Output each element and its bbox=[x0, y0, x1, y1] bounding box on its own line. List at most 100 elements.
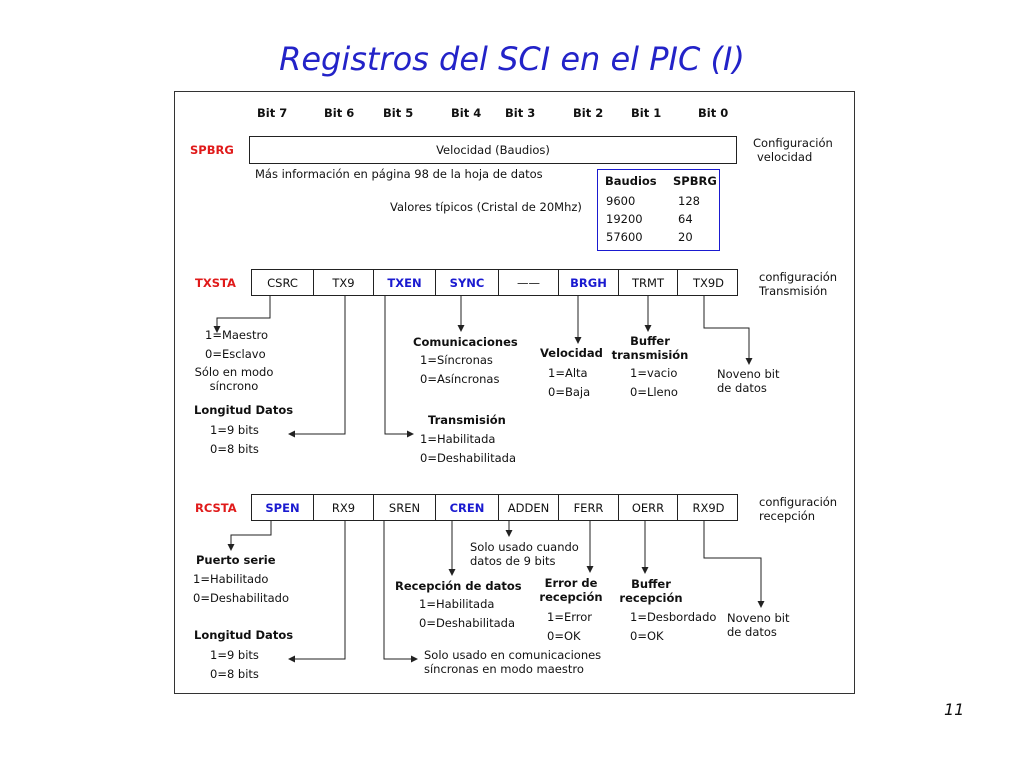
csrc-note-1: Sólo en modo bbox=[194, 365, 274, 379]
rcsta-bit-adden: ADDEN bbox=[498, 495, 558, 520]
arrow-rx9 bbox=[288, 521, 346, 663]
tx9d-line-2: de datos bbox=[717, 381, 767, 395]
ferr-line-1: 1=Error bbox=[547, 610, 592, 624]
ferr-title-2: recepción bbox=[539, 590, 603, 604]
arrow-tx9 bbox=[288, 296, 346, 438]
adden-line-1: Solo usado cuando bbox=[470, 540, 579, 554]
rcsta-register-name: RCSTA bbox=[195, 501, 237, 515]
rcsta-bit-cren: CREN bbox=[435, 495, 498, 520]
rx9-title: Longitud Datos bbox=[194, 628, 294, 642]
spbrg-typical-values: Valores típicos (Cristal de 20Mhz) bbox=[390, 200, 582, 214]
baud-table-cell: 20 bbox=[678, 230, 693, 244]
baud-table-header-baudios: Baudios bbox=[605, 174, 657, 188]
oerr-line-2: 0=OK bbox=[630, 629, 664, 643]
sync-title: Comunicaciones bbox=[413, 335, 518, 349]
rcsta-bit-rx9: RX9 bbox=[313, 495, 373, 520]
cren-title: Recepción de datos bbox=[395, 579, 522, 593]
sync-line-2: 0=Asíncronas bbox=[420, 372, 500, 386]
sren-line-1: Solo usado en comunicaciones bbox=[424, 648, 602, 662]
rcsta-side-label-1: configuración bbox=[759, 495, 838, 509]
rcsta-side-label-2: recepción bbox=[759, 509, 816, 523]
rcsta-bit-sren: SREN bbox=[373, 495, 435, 520]
txsta-register-name: TXSTA bbox=[195, 276, 236, 290]
tx9-line-1: 1=9 bits bbox=[210, 423, 259, 437]
spen-line-1: 1=Habilitado bbox=[193, 572, 269, 586]
csrc-line-1: 1=Maestro bbox=[205, 328, 269, 342]
ferr-line-2: 0=OK bbox=[547, 629, 581, 643]
oerr-title-2: recepción bbox=[619, 591, 683, 605]
brgh-title: Velocidad bbox=[540, 346, 603, 360]
baud-table-cell: 128 bbox=[678, 194, 700, 208]
rcsta-bit-oerr: OERR bbox=[618, 495, 677, 520]
arrow-csrc bbox=[213, 296, 271, 333]
csrc-note-2: síncrono bbox=[209, 379, 259, 393]
spbrg-side-label-2: velocidad bbox=[757, 150, 813, 164]
rcsta-bit-rx9d: RX9D bbox=[677, 495, 739, 520]
cren-line-2: 0=Deshabilitada bbox=[419, 616, 515, 630]
tx9-title: Longitud Datos bbox=[194, 403, 294, 417]
rx9-line-2: 0=8 bits bbox=[210, 667, 259, 681]
brgh-line-2: 0=Baja bbox=[548, 385, 591, 399]
txsta-bit-tx9d: TX9D bbox=[677, 270, 739, 295]
txsta-bit-sync: SYNC bbox=[435, 270, 498, 295]
arrow-txen bbox=[384, 296, 414, 438]
spen-line-2: 0=Deshabilitado bbox=[193, 591, 289, 605]
brgh-line-1: 1=Alta bbox=[548, 366, 588, 380]
txsta-side-label-2: Transmisión bbox=[759, 284, 828, 298]
txsta-register-box: CSRC TX9 TXEN SYNC —— BRGH TRMT TX9D bbox=[251, 269, 738, 296]
spbrg-field: Velocidad (Baudios) bbox=[436, 143, 550, 157]
csrc-line-2: 0=Esclavo bbox=[205, 347, 266, 361]
baud-table-cell: 19200 bbox=[606, 212, 643, 226]
rcsta-bit-ferr: FERR bbox=[558, 495, 618, 520]
arrow-spen bbox=[227, 521, 272, 551]
rx9-line-1: 1=9 bits bbox=[210, 648, 259, 662]
txen-line-1: 1=Habilitada bbox=[420, 432, 496, 446]
bit-header-3: Bit 3 bbox=[505, 106, 536, 120]
baud-table-cell: 9600 bbox=[606, 194, 636, 208]
txsta-bit-brgh: BRGH bbox=[558, 270, 618, 295]
trmt-title-2: transmisión bbox=[611, 348, 689, 362]
bit-header-4: Bit 4 bbox=[451, 106, 482, 120]
oerr-line-1: 1=Desbordado bbox=[630, 610, 717, 624]
arrow-rx9d bbox=[703, 521, 765, 608]
bit-header-1: Bit 1 bbox=[631, 106, 662, 120]
txsta-bit-tx9: TX9 bbox=[313, 270, 373, 295]
oerr-title-1: Buffer bbox=[631, 577, 671, 591]
ferr-title-1: Error de bbox=[544, 576, 598, 590]
tx9-line-2: 0=8 bits bbox=[210, 442, 259, 456]
baud-table-cell: 57600 bbox=[606, 230, 643, 244]
adden-line-2: datos de 9 bits bbox=[470, 554, 556, 568]
txen-line-2: 0=Deshabilitada bbox=[420, 451, 516, 465]
bit-header-5: Bit 5 bbox=[383, 106, 414, 120]
rcsta-bit-spen: SPEN bbox=[265, 500, 300, 515]
rx9d-line-1: Noveno bit bbox=[727, 611, 790, 625]
baud-table-header-spbrg: SPBRG bbox=[673, 174, 717, 188]
bit-header-0: Bit 0 bbox=[698, 106, 729, 120]
txsta-side-label-1: configuración bbox=[759, 270, 838, 284]
page-number: 11 bbox=[944, 700, 965, 719]
bit-header-7: Bit 7 bbox=[257, 106, 288, 120]
arrow-sren bbox=[383, 521, 418, 663]
sren-line-2: síncronas en modo maestro bbox=[424, 662, 584, 676]
txsta-bit-trmt: TRMT bbox=[618, 270, 677, 295]
tx9d-line-1: Noveno bit bbox=[717, 367, 780, 381]
spbrg-register-box: Velocidad (Baudios) bbox=[249, 136, 737, 164]
txsta-bit-txen: TXEN bbox=[373, 270, 435, 295]
baud-table-cell: 64 bbox=[678, 212, 693, 226]
spbrg-side-label-1: Configuración bbox=[753, 136, 833, 150]
txsta-bit-unused: —— bbox=[498, 270, 558, 295]
arrow-tx9d bbox=[703, 296, 753, 365]
slide-title: Registros del SCI en el PIC (I) bbox=[279, 40, 745, 78]
trmt-line-2: 0=Lleno bbox=[630, 385, 678, 399]
spbrg-baud-table bbox=[597, 169, 720, 251]
trmt-line-1: 1=vacio bbox=[630, 366, 678, 380]
rx9d-line-2: de datos bbox=[727, 625, 777, 639]
bit-header-2: Bit 2 bbox=[573, 106, 604, 120]
bit-header-6: Bit 6 bbox=[324, 106, 355, 120]
cren-line-1: 1=Habilitada bbox=[419, 597, 495, 611]
diagram-frame bbox=[174, 91, 855, 694]
spbrg-register-name: SPBRG bbox=[190, 143, 234, 157]
spen-title: Puerto serie bbox=[196, 553, 276, 567]
spbrg-more-info: Más información en página 98 de la hoja … bbox=[255, 167, 543, 181]
